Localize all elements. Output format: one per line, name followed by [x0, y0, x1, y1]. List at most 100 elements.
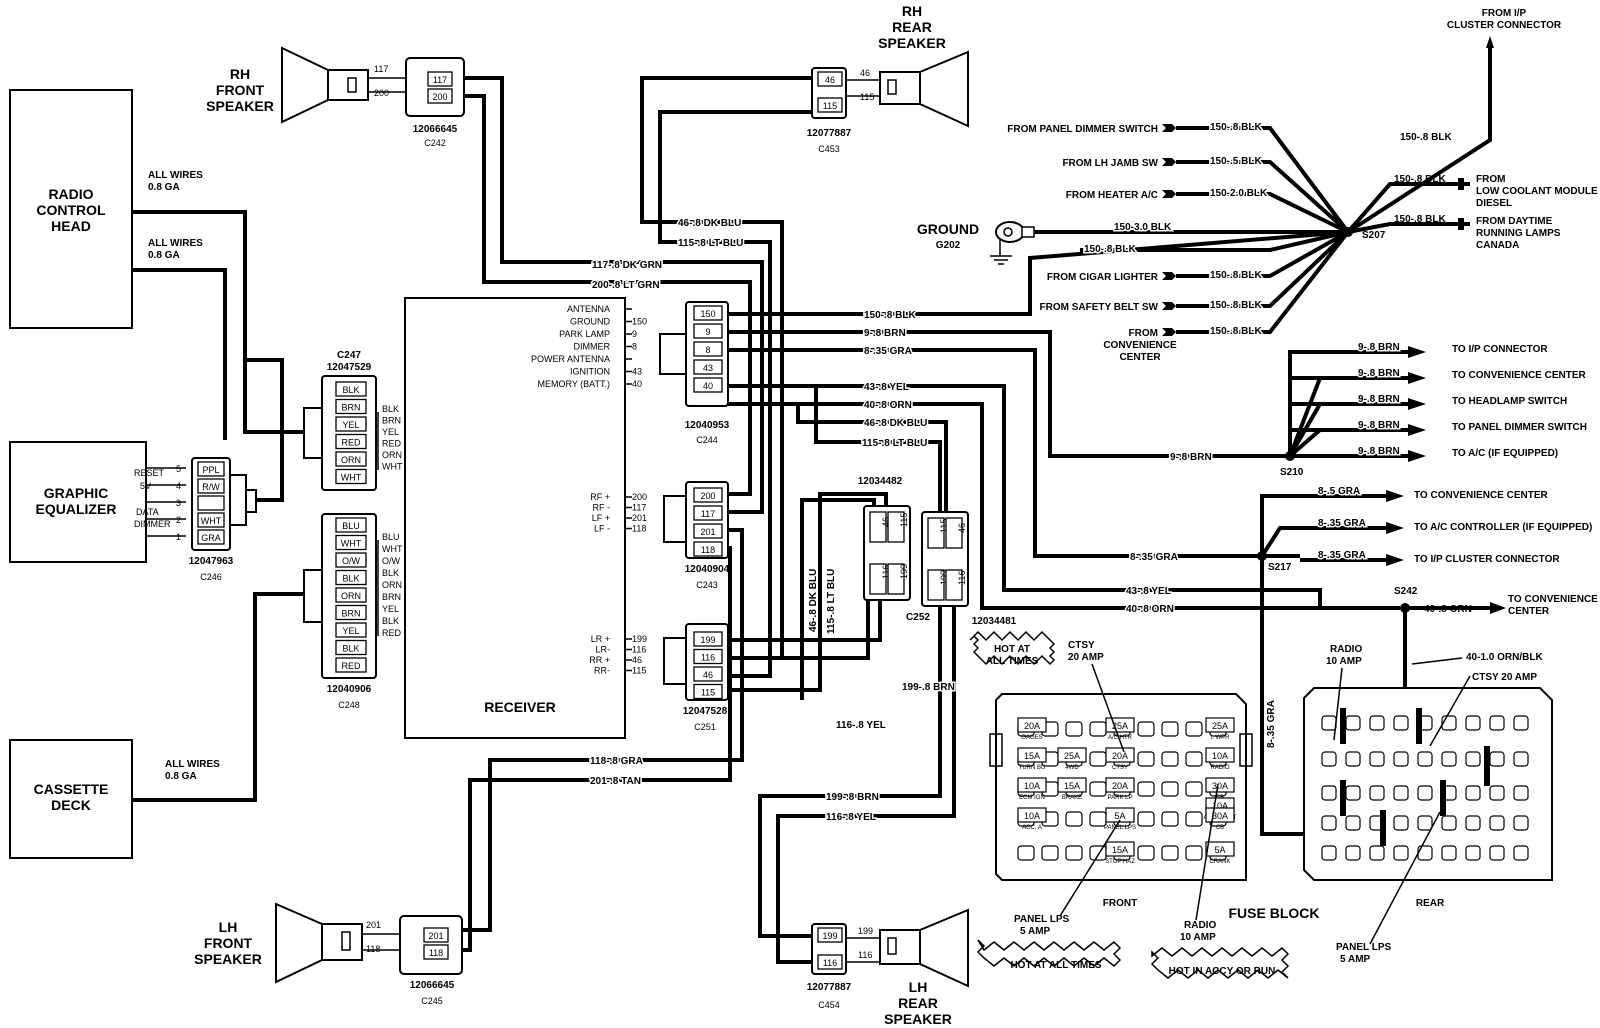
c248-pin-9: RED	[341, 661, 361, 671]
hot-small-line-1: HOT AT	[994, 644, 1030, 655]
ground-wire-7: 150-.8 BLK	[1210, 326, 1262, 337]
c243-pin-118: 118	[701, 545, 715, 555]
s217-to-1: TO A/C CONTROLLER (IF EQUIPPED)	[1414, 522, 1592, 533]
c247-func-wire-6: WHT	[382, 462, 403, 472]
rxMid-label-2: LF +	[592, 513, 610, 523]
rxMid-label-1: RF -	[593, 503, 611, 513]
lh-rear-speaker: 199 116 12077887 C454 199 116 LH REAR SP…	[807, 908, 969, 1027]
s207-right-wire-1: 150-.8 BLK	[1394, 174, 1446, 185]
panel-lps-right-1: PANEL LPS	[1336, 942, 1392, 953]
c243-pin-200: 200	[700, 491, 715, 501]
s210-wire-1: 9-.8 BRN	[1358, 368, 1400, 379]
c244-pin-40: 40	[703, 381, 713, 391]
all-wires-note-2-line-1: ALL WIRES	[148, 238, 203, 249]
rxTop-num-1: 150	[632, 317, 647, 327]
all-wires-note-3-line-1: ALL WIRES	[165, 759, 220, 770]
c251-pin-199: 199	[700, 635, 715, 645]
c453-pin-115: 115	[823, 101, 837, 111]
c242-part: 12066645	[413, 124, 458, 135]
c454-part: 12077887	[807, 982, 852, 993]
lh-front-pin-201: 201	[366, 920, 381, 930]
s207-top-wire: 150-.8 BLK	[1400, 132, 1452, 143]
head-wire-2	[132, 268, 227, 440]
rxTop-num-5: 43	[632, 367, 642, 377]
fuse-name-8: BRAKE	[1062, 795, 1082, 801]
wire-label-w116yel: 116-.8 YEL	[836, 720, 886, 731]
connector-c246: PPL R/W WHT GRA 12047963 C246	[189, 358, 284, 582]
wire-label-w199b: 199-.8 BRN	[826, 792, 879, 803]
c251-pin-115: 115	[701, 688, 715, 698]
cassette-deck: CASSETTE DECK	[9, 739, 133, 859]
panel-lps-right-2: 5 AMP	[1340, 954, 1371, 965]
s217-wire-2: 8-.35 GRA	[1318, 550, 1366, 561]
ground-from-6: FROM SAFETY BELT SW	[1039, 302, 1158, 313]
rxBot-num-2: 46	[632, 655, 642, 665]
wire-label-w150: 150-.8 BLK	[864, 310, 916, 321]
s207-id: S207	[1362, 230, 1386, 241]
rxMid-num-2: 201	[632, 513, 647, 523]
fuse-name-1: A/C HTR	[1108, 735, 1133, 741]
all-wires-note-2-line-2: 0.8 GA	[148, 250, 180, 261]
lh-rear-line-2: REAR	[898, 995, 938, 1011]
s217-to-2: TO I/P CLUSTER CONNECTOR	[1414, 554, 1560, 565]
c248-pin-2: WHT	[341, 539, 362, 549]
fuse-name-2: I. WPR	[1211, 735, 1231, 741]
c248-pin-7: YEL	[342, 626, 359, 636]
c247-func-wire-2: BRN	[382, 416, 401, 426]
wire-label-w118: 118-.8 GRA	[590, 756, 643, 767]
c243-pin-201: 201	[700, 527, 715, 537]
c247-pin-4: RED	[341, 438, 361, 448]
c251-pin-46: 46	[703, 670, 713, 680]
s210-to-1: TO CONVENIENCE CENTER	[1452, 370, 1586, 381]
ctsy-left-1: CTSY	[1068, 640, 1095, 651]
fuse-name-7: ECM IGN	[1019, 795, 1045, 801]
rxTop-num-3: 8	[632, 342, 637, 352]
wire-label-w9s210: 9-.8 BRN	[1170, 452, 1212, 463]
rxTop-label-3: DIMMER	[574, 342, 611, 352]
rh-front-speaker: RH FRONT SPEAKER 117 200	[206, 46, 406, 124]
c248-pin-3: O/W	[342, 556, 361, 566]
rh-front-pin-117: 117	[374, 64, 388, 74]
eq-pin-2: 2	[176, 515, 181, 525]
all-wires-note-3-line-2: 0.8 GA	[165, 771, 197, 782]
fuse-name-14: CB	[1216, 825, 1224, 831]
fuse-name-4: 4WD	[1065, 765, 1079, 771]
c247-pin-2: BRN	[341, 403, 360, 413]
c248-part: 12040906	[327, 684, 372, 695]
c252b-pin-116: 116	[957, 571, 967, 585]
wire-label-w200: 200-.8 LT GRN	[592, 280, 660, 291]
c453-part: 12077887	[807, 128, 852, 139]
graphic-equalizer-line-1: GRAPHIC	[44, 485, 109, 501]
fuse-name-15: STOP HAZ	[1105, 859, 1135, 865]
c248-func-wire-1: BLU	[382, 532, 400, 542]
rxBot-label-2: RR +	[589, 655, 610, 665]
c248-func-wire-3: O/W	[382, 556, 401, 566]
c243-pin-117: 117	[701, 509, 715, 519]
fuse-name-13: PANEL LPS	[1104, 825, 1136, 831]
s210-to-0: TO I/P CONNECTOR	[1452, 344, 1548, 355]
eq-label-5v: 5V	[140, 481, 151, 491]
rxTop-label-4: POWER ANTENNA	[531, 354, 610, 364]
fuse-amp-14: 30A	[1212, 811, 1228, 821]
c244-pin-9: 9	[705, 327, 710, 337]
eq-pin-5: 5	[176, 464, 181, 474]
c252b-pin-115: 115	[939, 519, 949, 533]
fuse-amp-8: 15A	[1064, 781, 1080, 791]
panel-lps-left-2: 5 AMP	[1020, 926, 1051, 937]
c251-pin-116: 116	[701, 653, 715, 663]
c454-id: C454	[818, 1000, 840, 1010]
wire-label-w43: 43-.8 YEL	[864, 382, 909, 393]
wire-label-w116b: 116-.8 YEL	[826, 812, 876, 823]
c247-func-wire-3: YEL	[382, 427, 399, 437]
fuse-notes: HOT AT ALL TIMES CTSY 20 AMP RADIO 10 AM…	[969, 630, 1543, 979]
c242-id: C242	[424, 138, 446, 148]
radio-left-2: 10 AMP	[1180, 932, 1216, 943]
fuse-amp-15: 15A	[1112, 845, 1128, 855]
c243-id: C243	[696, 580, 718, 590]
s207-right-to-1b: LOW COOLANT MODULE	[1476, 186, 1598, 197]
fuse-amp-4: 25A	[1064, 751, 1080, 761]
